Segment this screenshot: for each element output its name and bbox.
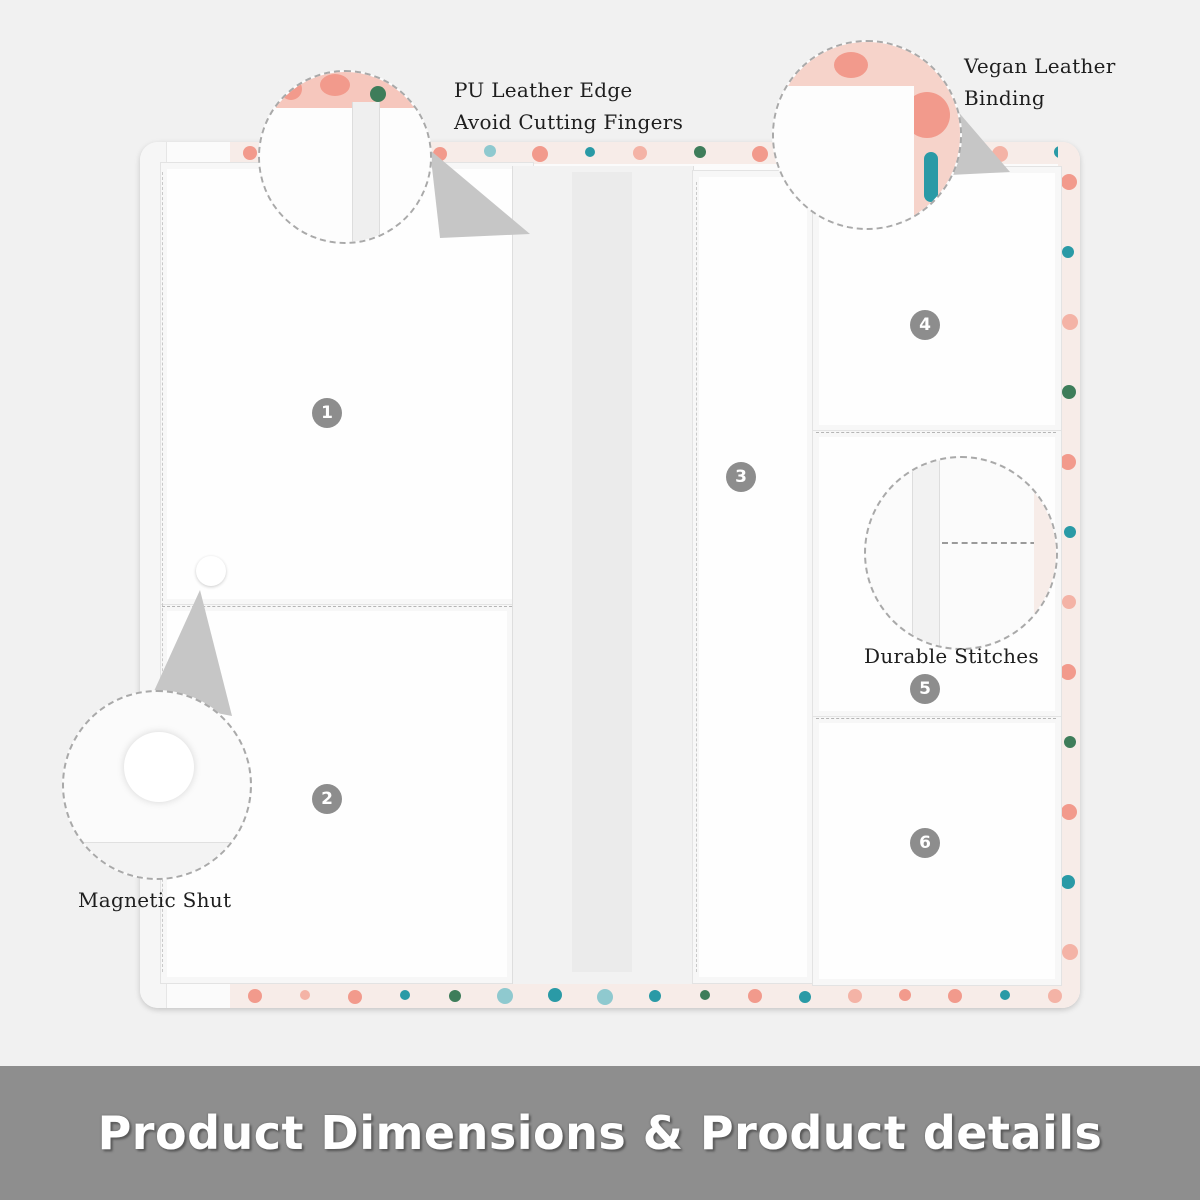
callout-magnetic: Magnetic Shut [78, 888, 232, 912]
zoom-circle-pu-edge [258, 70, 432, 244]
center-gusset-fold [572, 172, 632, 972]
magnet-button-icon [196, 556, 226, 586]
stitch-line [816, 432, 1056, 433]
stitch-line [816, 718, 1056, 719]
callout-pu-edge-line2: Avoid Cutting Fingers [454, 110, 684, 134]
callout-stitches: Durable Stitches [864, 644, 1039, 668]
zoom-circle-magnetic [62, 690, 252, 880]
pocket-panel-3 [692, 170, 814, 984]
banner-title: Product Dimensions & Product details [97, 1106, 1103, 1160]
stitch-line [162, 606, 512, 607]
pocket-number-5: 5 [910, 674, 940, 704]
pocket-number-4: 4 [910, 310, 940, 340]
pocket-number-2: 2 [312, 784, 342, 814]
pocket-number-3: 3 [726, 462, 756, 492]
floral-border-bottom [230, 984, 1080, 1008]
pocket-number-6: 6 [910, 828, 940, 858]
stitch-line [162, 172, 163, 972]
callout-vegan-line1: Vegan Leather [964, 54, 1116, 78]
callout-pu-edge-line1: PU Leather Edge [454, 78, 633, 102]
floral-border-right [1058, 142, 1080, 1008]
callout-vegan-line2: Binding [964, 86, 1045, 110]
zoom-circle-vegan-binding [772, 40, 962, 230]
stitch-line [696, 182, 697, 972]
zoom-circle-stitches [864, 456, 1058, 650]
pocket-number-1: 1 [312, 398, 342, 428]
bottom-banner [0, 1066, 1200, 1200]
